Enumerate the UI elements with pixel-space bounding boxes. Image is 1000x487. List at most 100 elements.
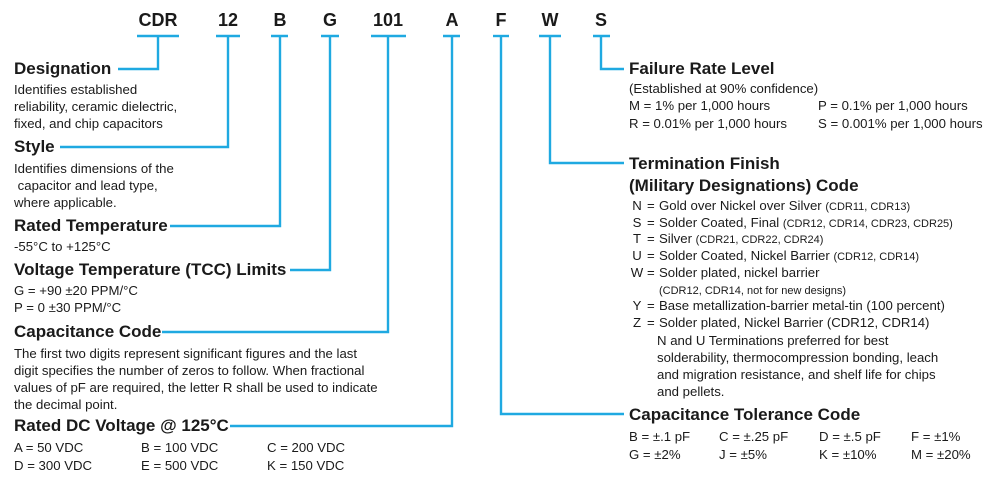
termination-row: Solder plated, Nickel Barrier (CDR12, CD… <box>659 314 929 332</box>
tolerance-item: J = ±5% <box>719 447 767 462</box>
cap-code-line: digit specifies the number of zeros to f… <box>14 363 365 378</box>
termination-text: Gold over Nickel over Silver <box>659 198 822 213</box>
tolerance-item: M = ±20% <box>911 447 971 462</box>
designation-line: reliability, ceramic dielectric, <box>14 99 178 114</box>
termination-equals: = <box>647 214 655 230</box>
termination-code: Y <box>632 298 642 314</box>
failure-subtitle: (Established at 90% confidence) <box>629 81 819 96</box>
termination-equals: = <box>647 264 655 280</box>
termination-list: N=Gold over Nickel over Silver (CDR11, C… <box>629 197 989 347</box>
termination-note-line: and pellets. <box>657 384 725 399</box>
designation-line: Identifies established <box>14 82 138 97</box>
termination-note: (CDR11, CDR13) <box>825 201 911 213</box>
termination-row: Gold over Nickel over Silver (CDR11, CDR… <box>659 197 910 216</box>
style-line: Identifies dimensions of the <box>14 161 174 176</box>
connector-tcc <box>290 36 332 272</box>
failure-table: M = 1% per 1,000 hours P = 0.1% per 1,00… <box>629 97 989 133</box>
voltage-title: Rated DC Voltage @ 125°C <box>14 416 229 435</box>
tolerance-item: B = ±.1 pF <box>629 429 691 444</box>
tolerance-item: K = ±10% <box>819 447 877 462</box>
tolerance-item: F = ±1% <box>911 429 961 444</box>
termination-note-line: and migration resistance, and shelf life… <box>657 367 936 382</box>
termination-text: Silver <box>659 231 692 247</box>
cap-code-line: the decimal point. <box>14 397 118 412</box>
termination-code: W <box>630 264 644 280</box>
code-failure: S <box>594 10 608 30</box>
failure-item: R = 0.01% per 1,000 hours <box>629 116 787 131</box>
voltage-item: E = 500 VDC <box>141 458 219 473</box>
connector-failure <box>599 36 624 71</box>
voltage-item: A = 50 VDC <box>14 440 84 455</box>
connector-style <box>60 36 230 149</box>
connector-cap-code <box>162 36 390 334</box>
voltage-item: B = 100 VDC <box>141 440 219 455</box>
code-cdr: CDR <box>138 10 178 30</box>
termination-text: Solder plated, nickel barrier <box>659 264 820 280</box>
designation-title: Designation <box>14 59 112 78</box>
voltage-item: D = 300 VDC <box>14 458 93 473</box>
style-line: where applicable. <box>14 195 117 210</box>
code-tolerance: F <box>495 10 507 30</box>
code-capacitance: 101 <box>372 10 404 30</box>
termination-equals: = <box>647 298 655 314</box>
connector-termination <box>548 36 624 165</box>
code-voltage: A <box>445 10 459 30</box>
cap-code-title: Capacitance Code <box>14 322 162 341</box>
cap-code-line: values of pF are required, the letter R … <box>14 380 378 395</box>
termination-title: Termination Finish <box>629 154 780 173</box>
termination-equals: = <box>647 314 655 330</box>
tcc-line: P = 0 ±30 PPM/°C <box>14 300 122 315</box>
termination-row: Base metallization-barrier metal-tin (10… <box>659 297 945 315</box>
termination-note-line: N and U Terminations preferred for best <box>657 333 889 348</box>
termination-row: Solder Coated, Final (CDR12, CDR14, CDR2… <box>659 214 953 233</box>
failure-title: Failure Rate Level <box>629 59 775 78</box>
termination-row: (CDR12, CDR14, not for new designs) <box>659 281 846 300</box>
tolerance-item: C = ±.25 pF <box>719 429 789 444</box>
termination-text: Solder plated, Nickel Barrier (CDR12, CD… <box>659 314 930 330</box>
code-rated-temp: B <box>273 10 287 30</box>
tolerance-title: Capacitance Tolerance Code <box>629 405 861 424</box>
connector-tolerance <box>499 36 624 416</box>
termination-note: (CDR21, CDR22, CDR24) <box>695 234 824 247</box>
termination-code: Z <box>632 314 642 330</box>
termination-text: Base metallization-barrier metal-tin (10… <box>659 298 945 314</box>
termination-row: Solder plated, nickel barrier <box>659 264 820 282</box>
termination-subtitle: (Military Designations) Code <box>629 176 859 195</box>
failure-item: M = 1% per 1,000 hours <box>629 98 771 113</box>
connector-designation <box>118 36 160 71</box>
termination-equals: = <box>647 231 655 247</box>
tolerance-item: D = ±.5 pF <box>819 429 881 444</box>
tolerance-table: B = ±.1 pF C = ±.25 pF D = ±.5 pF F = ±1… <box>629 428 989 464</box>
rated-temp-line: -55°C to +125°C <box>14 239 111 254</box>
termination-row: Solder Coated, Nickel Barrier (CDR12, CD… <box>659 247 919 266</box>
designation-line: fixed, and chip capacitors <box>14 116 163 131</box>
termination-code: N <box>632 198 642 213</box>
termination-equals: = <box>647 198 655 213</box>
termination-note: (CDR12, CDR14, not for new designs) <box>659 284 847 297</box>
voltage-table: A = 50 VDC B = 100 VDC C = 200 VDC D = 3… <box>14 439 374 475</box>
cap-code-line: The first two digits represent significa… <box>14 346 358 361</box>
code-tcc: G <box>322 10 338 30</box>
connector-rated-temp <box>170 36 282 228</box>
termination-row: Silver (CDR21, CDR22, CDR24) <box>659 230 823 249</box>
termination-code: S <box>632 214 642 230</box>
termination-note: (CDR12, CDR14) <box>833 251 920 264</box>
termination-equals: = <box>647 248 655 264</box>
style-line: capacitor and lead type, <box>14 178 158 193</box>
failure-item: P = 0.1% per 1,000 hours <box>818 98 968 113</box>
code-style: 12 <box>217 10 239 30</box>
connector-voltage <box>230 36 454 428</box>
voltage-item: C = 200 VDC <box>267 440 346 455</box>
tcc-line: G = +90 ±20 PPM/°C <box>14 283 138 298</box>
voltage-item: K = 150 VDC <box>267 458 345 473</box>
tcc-title: Voltage Temperature (TCC) Limits <box>14 260 287 279</box>
termination-note: (CDR12, CDR14, CDR23, CDR25) <box>782 217 953 230</box>
style-title: Style <box>14 137 55 156</box>
failure-item: S = 0.001% per 1,000 hours <box>818 116 983 131</box>
tolerance-item: G = ±2% <box>629 447 681 462</box>
termination-code: U <box>632 248 642 264</box>
termination-text: Solder Coated, Final <box>659 214 780 230</box>
code-termination: W <box>541 10 559 30</box>
